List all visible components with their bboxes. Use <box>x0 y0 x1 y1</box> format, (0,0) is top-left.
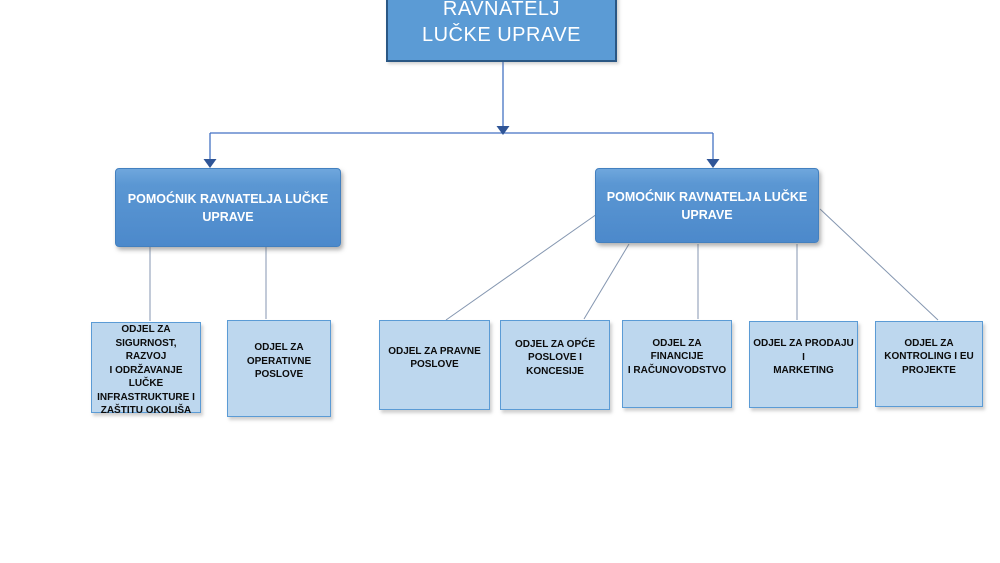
connector-asst-right-dept7 <box>819 208 939 321</box>
org-node-director: RAVNATELJ LUČKE UPRAVE <box>386 0 617 62</box>
org-node-assistant-left: POMOĆNIK RAVNATELJA LUČKE UPRAVE <box>115 168 341 247</box>
org-node-assistant-right: POMOĆNIK RAVNATELJA LUČKE UPRAVE <box>595 168 819 243</box>
org-node-dept-opci-poslovi-koncesije: ODJEL ZA OPĆE POSLOVE I KONCESIJE <box>500 320 610 410</box>
org-node-dept-operativni-poslovi: ODJEL ZA OPERATIVNE POSLOVE <box>227 320 331 417</box>
org-node-dept-kontroling-eu-projekti: ODJEL ZA KONTROLING I EU PROJEKTE <box>875 321 983 407</box>
org-node-dept-pravni-poslovi: ODJEL ZA PRAVNE POSLOVE <box>379 320 490 410</box>
org-node-dept-financije-racunovodstvo: ODJEL ZA FINANCIJE I RAČUNOVODSTVO <box>622 320 732 408</box>
arrowhead-right-icon <box>706 159 720 168</box>
arrowhead-center-icon <box>496 126 510 135</box>
connector-asst-right-dept3 <box>445 213 598 321</box>
org-node-dept-sigurnost-infrastruktura: ODJEL ZA SIGURNOST, RAZVOJ I ODRŽAVANJE … <box>91 322 201 416</box>
org-node-dept-prodaja-marketing: ODJEL ZA PRODAJU I MARKETING <box>749 321 858 408</box>
connector-asst-right-dept4 <box>583 243 630 320</box>
arrowhead-left-icon <box>203 159 217 168</box>
